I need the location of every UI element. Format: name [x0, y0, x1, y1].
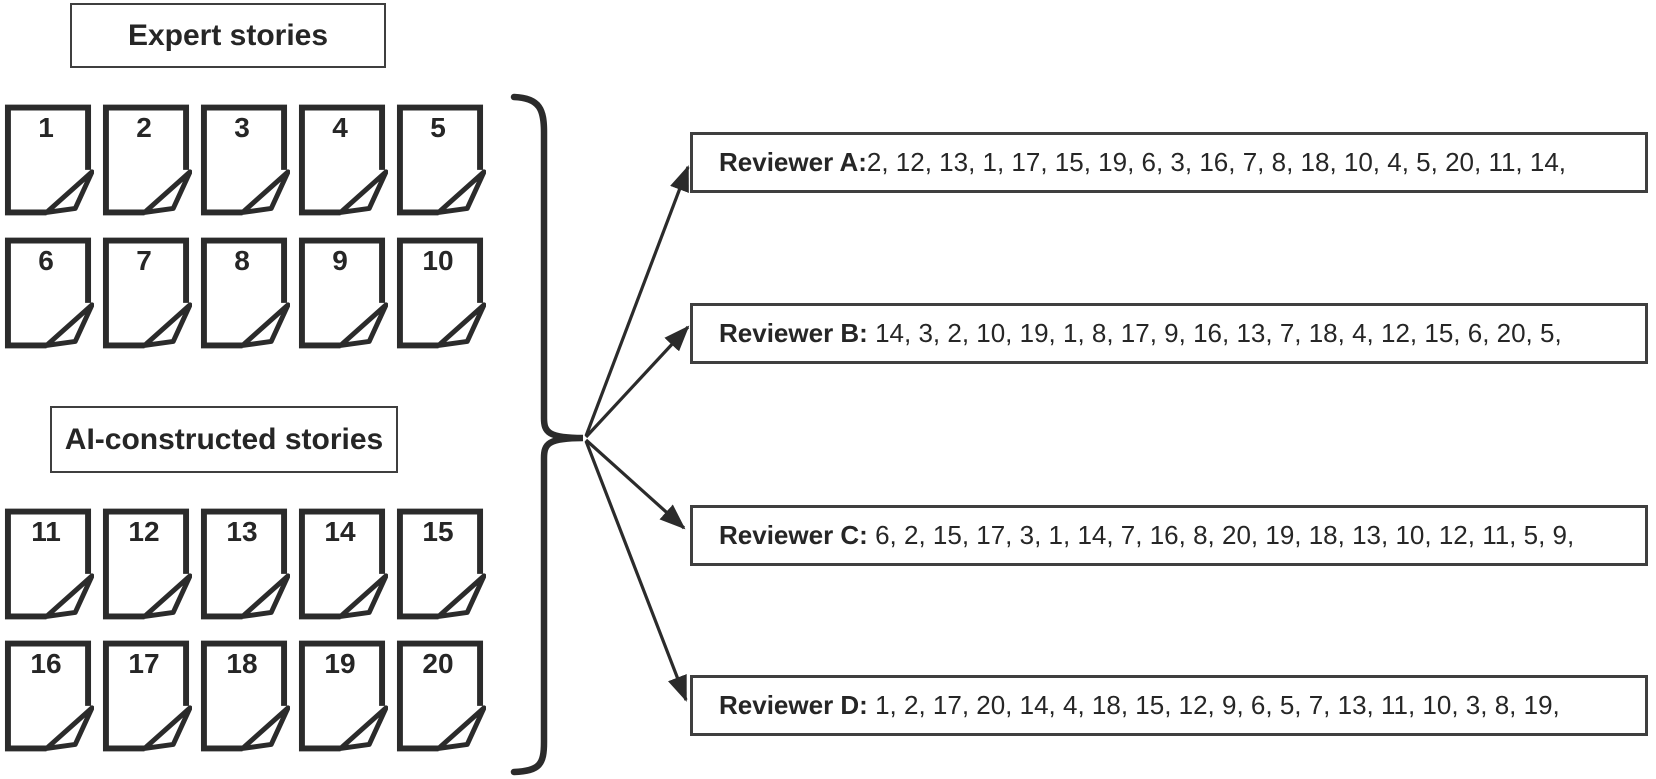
page-icon	[102, 237, 192, 349]
story-number: 20	[422, 648, 454, 679]
reviewer-sequence: 2, 12, 13, 1, 17, 15, 19, 6, 3, 16, 7, 8…	[866, 147, 1567, 177]
arrow-to-reviewer-a	[584, 165, 690, 437]
story-document: 17	[100, 638, 192, 754]
story-number: 11	[31, 516, 61, 547]
arrow-to-reviewer-c	[584, 438, 686, 530]
reviewer-sequence: 1, 2, 17, 20, 14, 4, 18, 15, 12, 9, 6, 5…	[867, 690, 1560, 720]
ai-docs-grid: 11 12 13	[2, 506, 486, 754]
arrow-to-reviewer-b	[584, 325, 690, 439]
story-number: 2	[136, 112, 152, 143]
story-document: 19	[296, 638, 388, 754]
story-document: 8	[198, 235, 290, 351]
story-number: 8	[234, 245, 250, 276]
story-document: 9	[296, 235, 388, 351]
story-document: 7	[100, 235, 192, 351]
story-number: 17	[128, 648, 160, 679]
reviewer-sequence: 6, 2, 15, 17, 3, 1, 14, 7, 16, 8, 20, 19…	[867, 520, 1575, 550]
story-document: 16	[2, 638, 94, 754]
story-document: 11	[2, 506, 94, 622]
story-number: 14	[324, 516, 356, 547]
story-document: 20	[394, 638, 486, 754]
story-document: 1	[2, 102, 94, 218]
story-number: 3	[234, 112, 250, 143]
story-document: 4	[296, 102, 388, 218]
reviewer-box: Reviewer C: 6, 2, 15, 17, 3, 1, 14, 7, 1…	[690, 505, 1648, 566]
story-number: 9	[332, 245, 348, 276]
expert-stories-title: Expert stories	[127, 18, 329, 52]
reviewer-label: Reviewer D:	[719, 690, 868, 720]
page-icon	[102, 640, 192, 752]
reviewer-label: Reviewer B:	[719, 318, 868, 348]
reviewer-box: Reviewer A:2, 12, 13, 1, 17, 15, 19, 6, …	[690, 132, 1648, 193]
story-document: 2	[100, 102, 192, 218]
page-icon	[4, 104, 94, 216]
story-number: 6	[38, 245, 54, 276]
ai-stories-title: AI-constructed stories	[64, 422, 384, 456]
story-number: 10	[422, 245, 454, 276]
page-icon	[102, 104, 192, 216]
story-document: 14	[296, 506, 388, 622]
curly-brace-icon	[510, 93, 584, 776]
page-icon	[4, 237, 94, 349]
story-number: 12	[128, 516, 160, 547]
page-icon	[396, 640, 486, 752]
page-icon	[396, 104, 486, 216]
page-icon	[200, 104, 290, 216]
story-number: 19	[324, 648, 356, 679]
story-document: 15	[394, 506, 486, 622]
expert-docs-grid: 1 2 3	[2, 102, 486, 351]
story-number: 1	[38, 112, 54, 143]
page-icon	[200, 237, 290, 349]
story-number: 7	[136, 245, 152, 276]
story-number: 16	[30, 648, 62, 679]
story-number: 5	[430, 112, 446, 143]
reviewer-box: Reviewer B: 14, 3, 2, 10, 19, 1, 8, 17, …	[690, 303, 1648, 364]
story-document: 18	[198, 638, 290, 754]
page-icon	[396, 508, 486, 620]
page-icon	[298, 508, 388, 620]
story-document: 13	[198, 506, 290, 622]
story-document: 12	[100, 506, 192, 622]
page-icon	[396, 237, 486, 349]
story-document: 5	[394, 102, 486, 218]
page-icon	[4, 640, 94, 752]
page-icon	[200, 640, 290, 752]
story-number: 18	[226, 648, 258, 679]
page-icon	[298, 640, 388, 752]
reviewer-sequence: 14, 3, 2, 10, 19, 1, 8, 17, 9, 16, 13, 7…	[867, 318, 1562, 348]
reviewer-box: Reviewer D: 1, 2, 17, 20, 14, 4, 18, 15,…	[690, 675, 1648, 736]
reviewer-label: Reviewer C:	[719, 520, 868, 550]
story-document: 6	[2, 235, 94, 351]
page-icon	[200, 508, 290, 620]
story-document: 3	[198, 102, 290, 218]
story-number: 4	[332, 112, 348, 143]
story-number: 15	[422, 516, 454, 547]
ai-stories-title-box: AI-constructed stories	[50, 406, 398, 473]
reviewer-label: Reviewer A:	[719, 147, 867, 177]
arrow-to-reviewer-d	[584, 440, 688, 702]
page-icon	[102, 508, 192, 620]
page-icon	[298, 237, 388, 349]
page-icon	[298, 104, 388, 216]
story-document: 10	[394, 235, 486, 351]
story-number: 13	[226, 516, 258, 547]
page-icon	[4, 508, 94, 620]
expert-stories-title-box: Expert stories	[70, 3, 386, 68]
